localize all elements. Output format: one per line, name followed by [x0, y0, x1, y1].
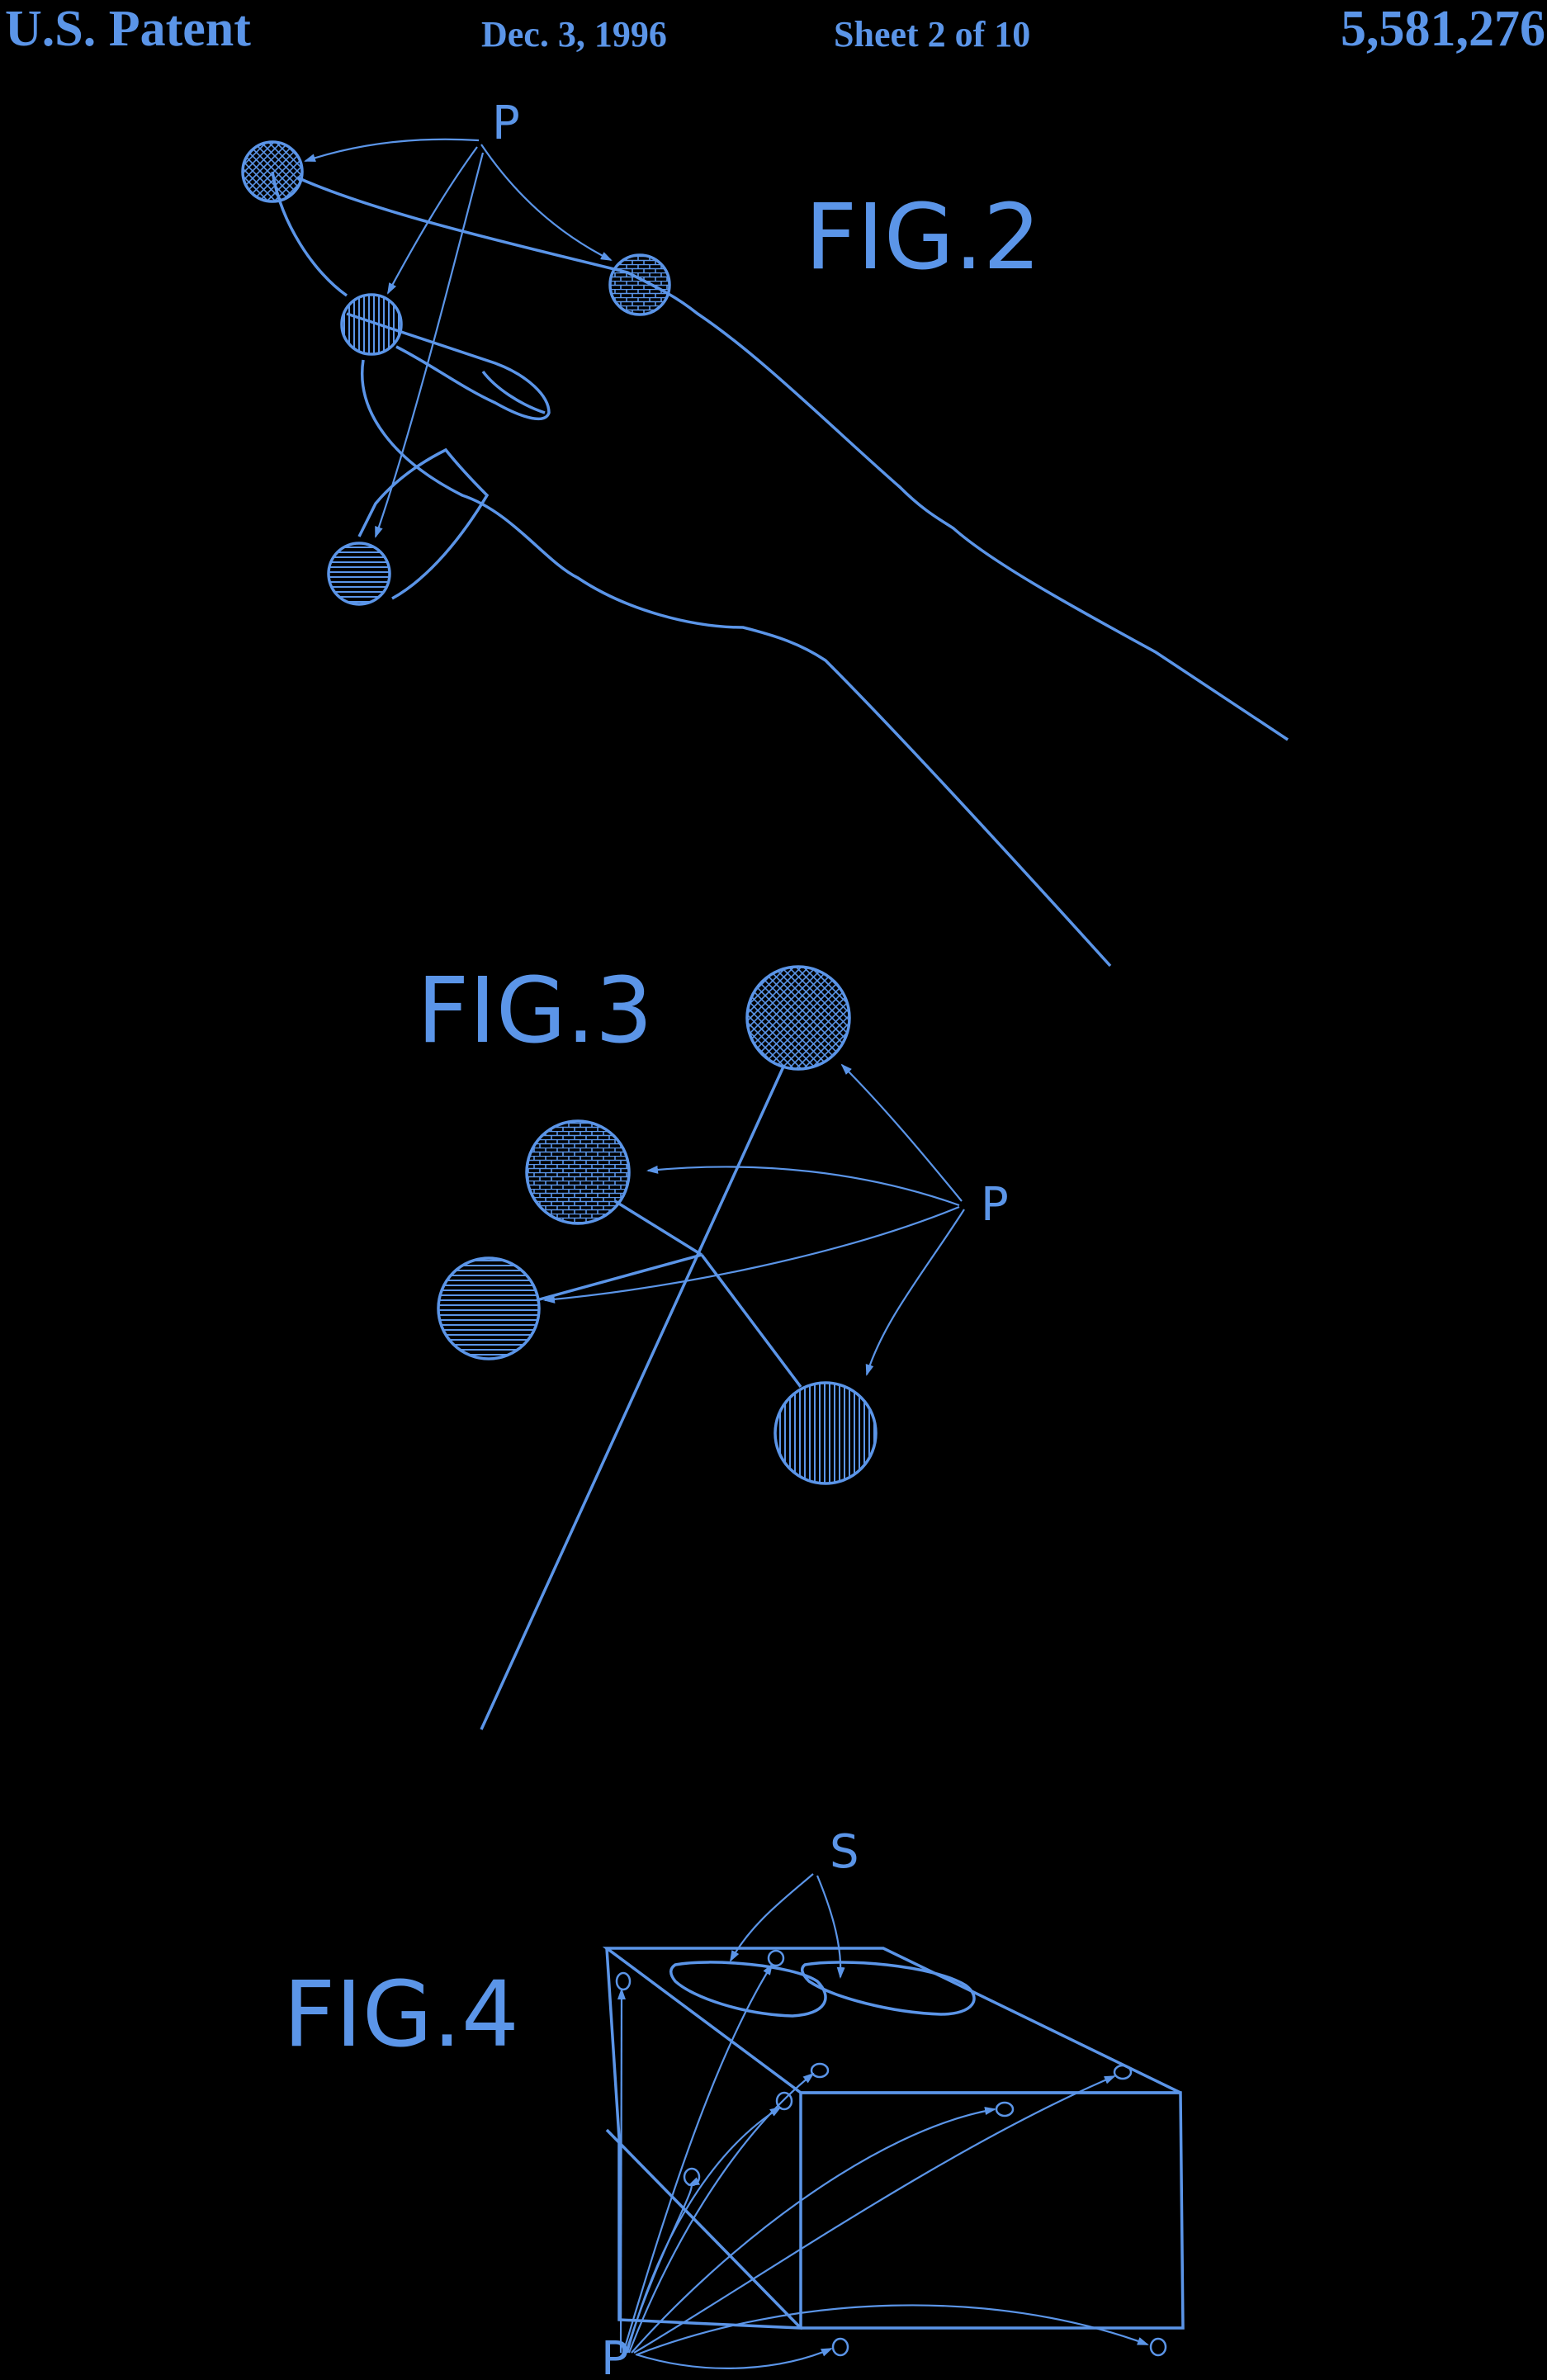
thumb-finger: [362, 360, 1110, 966]
figure-2: [243, 140, 1288, 966]
sensor-oval: [811, 2064, 828, 2077]
sensor-oval: [684, 2169, 699, 2185]
sensor-oval: [996, 2103, 1013, 2116]
ray-upper-left: [648, 1166, 959, 1205]
ray-middle: [481, 144, 611, 260]
fig2-label: FIG.2: [805, 184, 1041, 290]
branch-upper-left: [615, 1201, 702, 1255]
ray-left: [545, 1207, 959, 1300]
ray: [634, 2076, 1114, 2353]
branch-left: [537, 1255, 702, 1300]
box-diagonal-edge: [607, 2130, 801, 2328]
ray: [637, 2305, 1147, 2354]
sensor-lower-right: [775, 1383, 876, 1483]
hand-outline: [297, 177, 1288, 740]
finger-inner: [483, 371, 545, 413]
ray: [626, 2185, 692, 2353]
sensor-oval: [617, 1973, 630, 1990]
figure-4: [607, 1874, 1183, 2368]
sensor-middle-tip: [610, 255, 669, 315]
box-right-face: [801, 2093, 1183, 2328]
sensor-oval: [1151, 2339, 1166, 2355]
fig3-ref-p: P: [981, 1178, 1009, 1232]
fig4-ref-s: S: [830, 1825, 859, 1879]
sensor-index-tip: [243, 142, 302, 201]
fig3-label: FIG.3: [417, 958, 653, 1063]
ray: [636, 2349, 831, 2368]
sensor-left: [438, 1258, 539, 1359]
ray: [621, 1990, 622, 2353]
fig4-ref-p: P: [601, 2332, 629, 2380]
box-left-face: [607, 1948, 801, 2328]
ray-top: [842, 1065, 962, 1201]
sensor-top: [747, 967, 849, 1069]
sensor-oval: [833, 2339, 848, 2355]
sensor-thumb-tip: [342, 295, 401, 354]
sensor-oval: [1114, 2065, 1131, 2079]
fig2-ref-p: P: [492, 97, 520, 150]
sensor-upper-left: [527, 1121, 629, 1223]
slot-2: [802, 1962, 974, 2014]
sensor-oval: [769, 1951, 783, 1966]
ray-thumb: [388, 147, 477, 293]
fig4-label: FIG.4: [283, 1961, 519, 2067]
sensor-little-tip: [329, 543, 390, 604]
box-top-face: [607, 1948, 1180, 2093]
ray-index: [305, 140, 479, 161]
figure-3: [438, 967, 964, 1729]
